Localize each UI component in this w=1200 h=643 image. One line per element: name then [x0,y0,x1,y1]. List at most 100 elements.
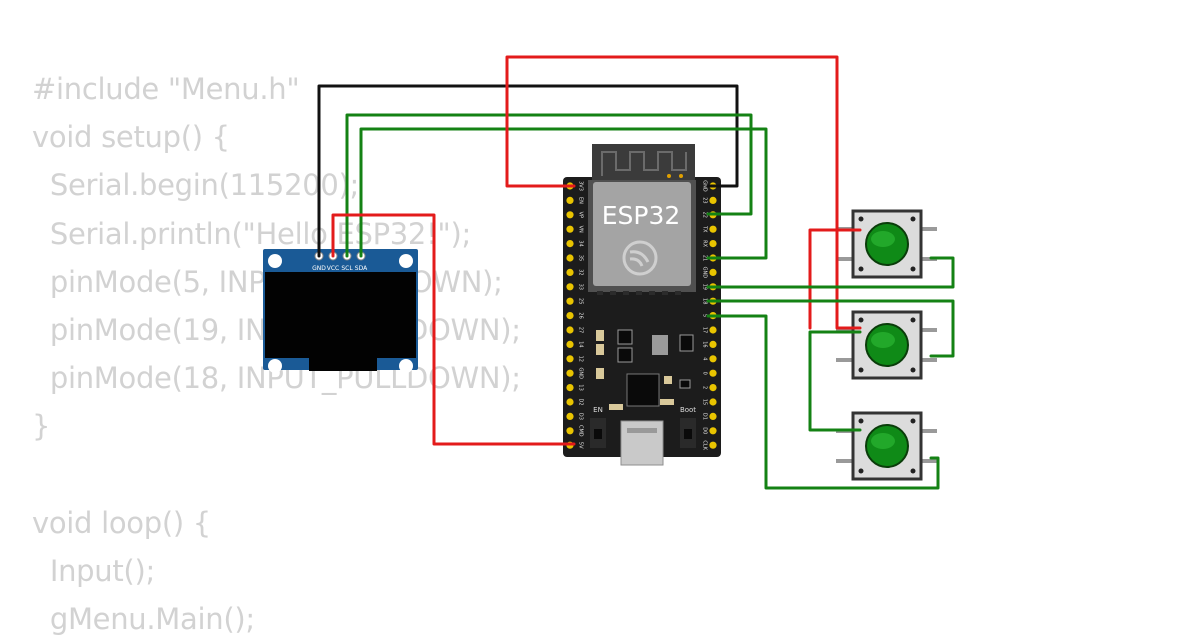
esp32-pin-right-4[interactable] [709,355,717,363]
button-corner-dot [910,418,916,424]
wire-3v3-buttons [835,228,862,330]
oled-screen [265,272,416,358]
esp32-pin-right-17[interactable] [709,326,717,334]
oled-mount-hole [399,359,413,373]
smd-capacitor [596,368,604,379]
esp32-pin-label: VN [578,226,584,233]
esp32-pin-label: CMD [578,425,584,437]
esp32-pin-right-d1[interactable] [709,412,717,420]
esp32-pin-left-27[interactable] [566,326,574,334]
push-button-2[interactable] [836,310,937,380]
en-button[interactable] [590,418,606,448]
wire-sda-green [359,127,768,260]
oled-display[interactable]: GND VCC SCL SDA [263,249,418,373]
button-corner-dot [858,317,864,323]
esp32-pin-right-15[interactable] [709,398,717,406]
shield-castellation [610,291,616,295]
esp32-pin-left-vn[interactable] [566,225,574,233]
shield-castellation [649,291,655,295]
esp32-pin-right-clk[interactable] [709,441,717,449]
esp32-pin-right-tx[interactable] [709,225,717,233]
esp32-pin-label: 22 [702,212,708,218]
esp32-pin-left-34[interactable] [566,240,574,248]
esp32-pin-label: D3 [578,413,584,420]
esp32-pin-left-33[interactable] [566,283,574,291]
esp32-pin-left-cmd[interactable] [566,427,574,435]
push-button-3[interactable] [836,411,937,481]
wire-scl-green [345,113,753,258]
button-leg [919,429,937,433]
micro-usb-port[interactable] [620,420,664,466]
wire-button1-power [808,228,839,330]
esp32-pin-left-en[interactable] [566,196,574,204]
antenna-pad [679,174,683,178]
button-leg [919,358,937,362]
esp32-pin-right-rx[interactable] [709,240,717,248]
esp32-pin-left-32[interactable] [566,268,574,276]
esp32-pin-label: 15 [702,399,708,405]
en-label: EN [593,406,603,414]
esp32-pin-left-35[interactable] [566,254,574,262]
esp32-pin-label: 23 [702,197,708,203]
wire-vcc-red [331,213,576,446]
button-leg [919,328,937,332]
antenna-trace [601,151,687,176]
esp32-pin-left-26[interactable] [566,312,574,320]
button-leg [919,257,937,261]
shield-castellation [675,291,681,295]
esp32-pin-left-25[interactable] [566,297,574,305]
esp32-pin-left-vp[interactable] [566,211,574,219]
esp32-pin-right-gnd[interactable] [709,268,717,276]
esp32-pin-label: RX [702,240,708,247]
esp32-pin-left-d2[interactable] [566,398,574,406]
button-corner-dot [910,468,916,474]
button-leg [836,328,854,332]
voltage-regulator [617,329,633,345]
code-line: void setup() { [32,120,230,155]
esp32-pin-right-0[interactable] [709,369,717,377]
button-leg [836,257,854,261]
esp32-pin-label: GND [702,267,708,279]
esp32-pin-right-16[interactable] [709,340,717,348]
esp32-pin-left-12[interactable] [566,355,574,363]
esp32-pin-label: 4 [702,357,708,360]
esp32-pin-label: 2 [702,386,708,389]
button-cap-highlight [871,433,895,449]
esp32-pin-label: 5 [702,314,708,317]
wire-button2-power [808,330,862,432]
wire-gnd-black [317,84,739,258]
circuit-canvas: GND VCC SCL SDA ESP32 [263,55,955,490]
diode [679,334,694,352]
esp32-pin-label: 5V [578,442,584,449]
smd-resistor [664,376,672,384]
push-button-1[interactable] [836,209,937,279]
button-corner-dot [910,317,916,323]
button-corner-dot [910,266,916,272]
esp32-pin-label: 35 [578,255,584,261]
esp32-pin-left-gnd[interactable] [566,369,574,377]
esp32-pin-left-13[interactable] [566,384,574,392]
smd-capacitor [596,330,604,341]
esp32-pin-label: GND [702,180,708,192]
esp32-pin-left-d3[interactable] [566,412,574,420]
antenna-pad [667,174,671,178]
esp32-pin-label: 26 [578,312,584,318]
boot-label: Boot [680,406,696,414]
button-leg [836,459,854,463]
esp32-pin-label: GND [578,367,584,379]
shield-castellation [636,291,642,295]
esp32-pin-left-14[interactable] [566,340,574,348]
code-line: Serial.begin(115200); [32,168,360,203]
wires [317,55,955,490]
boot-button[interactable] [680,418,696,448]
esp32-pin-label: D0 [702,427,708,434]
esp32-pin-right-2[interactable] [709,384,717,392]
esp32-pin-label: D2 [578,398,584,405]
oled-mount-hole [268,359,282,373]
esp32-board[interactable]: ESP32 EN Boot [563,144,721,466]
button-corner-dot [858,418,864,424]
esp32-pin-label: 18 [702,298,708,304]
esp32-pin-right-d0[interactable] [709,427,717,435]
esp32-pin-right-23[interactable] [709,196,717,204]
oled-ribbon [309,358,377,371]
